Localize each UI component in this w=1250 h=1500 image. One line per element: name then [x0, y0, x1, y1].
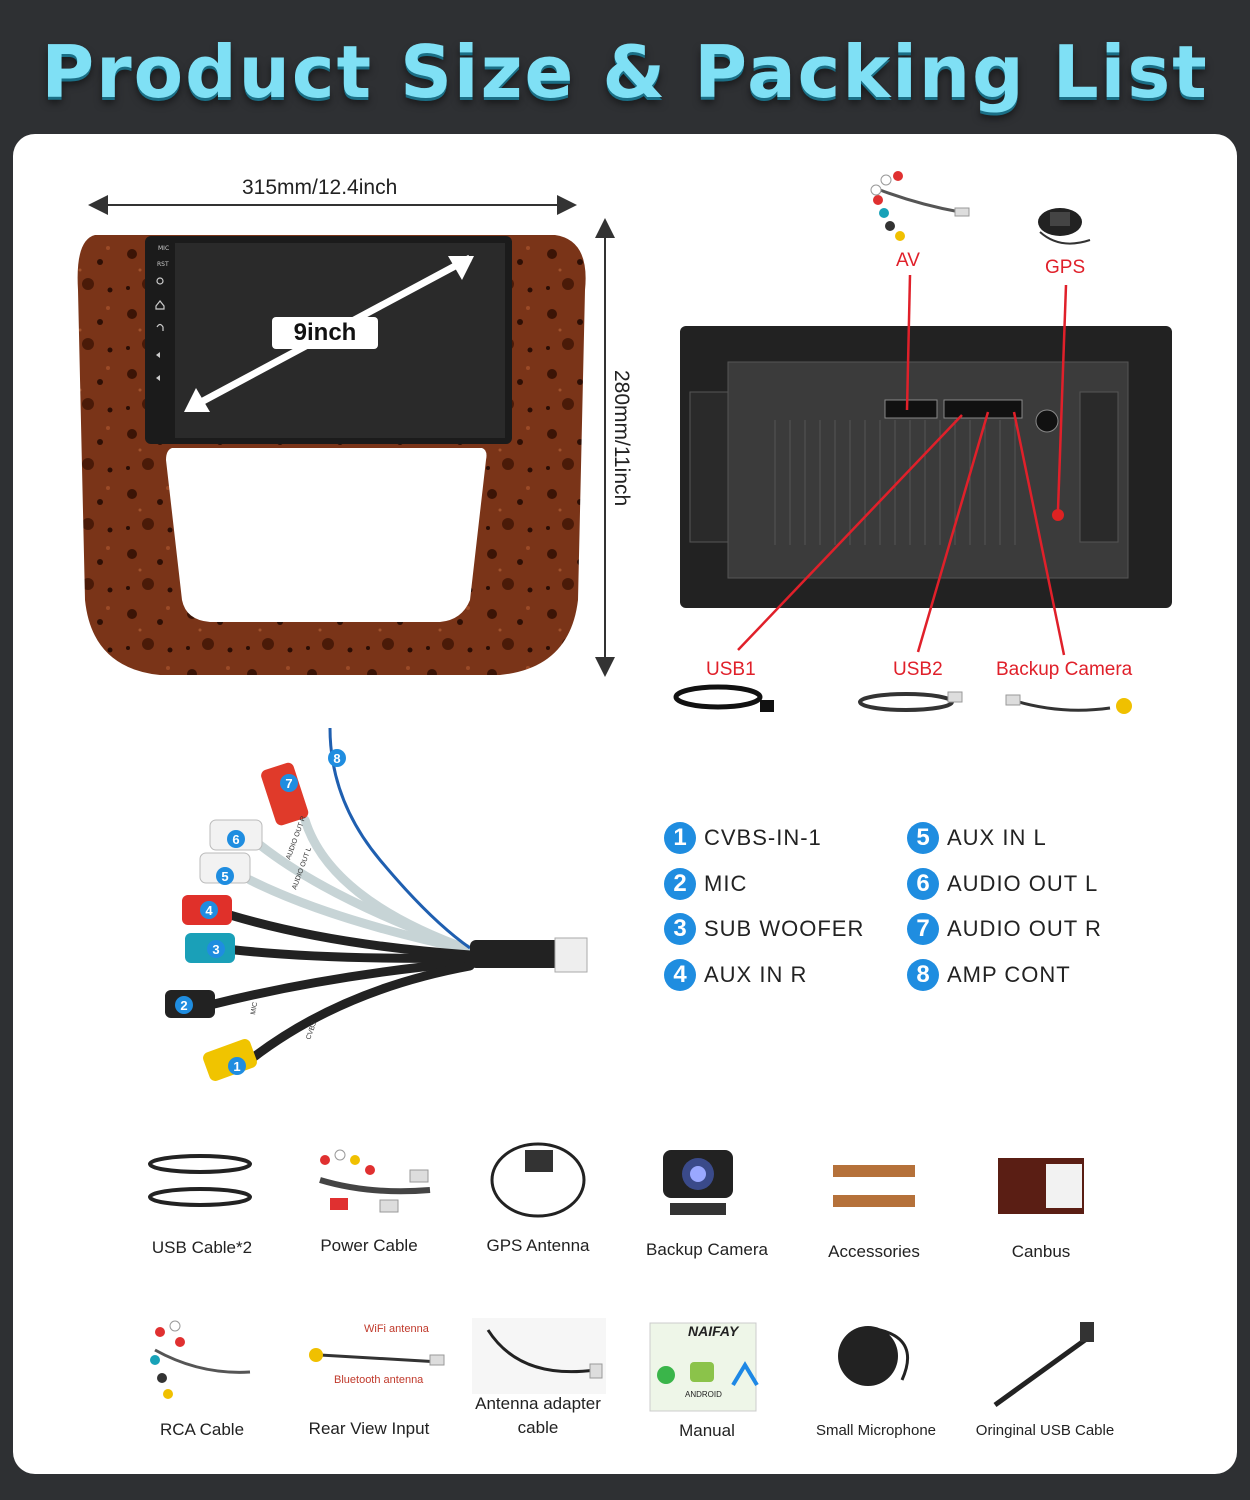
packing-item-label: GPS Antenna [486, 1236, 590, 1255]
backup-camera-cable-icon [1005, 694, 1132, 714]
packing-item-label: Canbus [1011, 1242, 1071, 1261]
packing-item-label: Oringinal USB Cable [975, 1422, 1115, 1439]
av-harness-icon [870, 171, 970, 241]
home-icon [155, 300, 165, 310]
badge-5: 5 [221, 869, 228, 884]
manual-icon [649, 1322, 759, 1412]
badge-4: 4 [205, 903, 213, 918]
gps-antenna-small-icon [1038, 208, 1091, 245]
back-icon [156, 323, 164, 331]
badge-2: 2 [180, 998, 187, 1013]
badge-7: 7 [285, 776, 292, 791]
mic-button-label: MIC [158, 245, 169, 252]
backup-camera-icon [663, 1150, 733, 1215]
usb2-port-label: USB2 [893, 659, 943, 680]
manual-brand: NAIFAY [688, 1323, 739, 1339]
packing-item-label: USB Cable*2 [151, 1238, 253, 1257]
packing-item-label: Rear View Input [308, 1419, 430, 1438]
badge-1: 1 [233, 1059, 240, 1074]
original-usb-cable-icon [993, 1322, 1094, 1408]
usb1-cable-icon [673, 684, 774, 712]
rst-button-label: RST [157, 261, 169, 268]
wifi-antenna-label: WiFi antenna [364, 1323, 429, 1335]
badge-3: 3 [212, 942, 219, 957]
backup-camera-port-label: Backup Camera [996, 659, 1133, 680]
antenna-adapter-icon [472, 1318, 606, 1394]
canbus-icon [998, 1158, 1084, 1214]
power-icon [156, 277, 164, 285]
badge-8: 8 [333, 751, 340, 766]
packing-item-label: Accessories [828, 1242, 920, 1261]
packing-item-label: Backup Camera [646, 1240, 768, 1259]
screen-size-label: 9inch [272, 317, 378, 349]
badge-6: 6 [232, 832, 239, 847]
packing-item-label: RCA Cable [159, 1420, 245, 1439]
usb1-port-label: USB1 [706, 659, 756, 680]
tag-mic: MIC [250, 1001, 259, 1015]
packing-item-label: Power Cable [320, 1236, 418, 1255]
packing-item-label: Manual [679, 1421, 735, 1440]
av-port-label: AV [896, 250, 920, 271]
gps-antenna-icon [490, 1142, 586, 1218]
width-dimension: 315mm/12.4inch [242, 176, 398, 199]
microphone-icon [838, 1326, 910, 1386]
rear-view-input-icon [309, 1348, 445, 1366]
packing-item-label: Antenna adapter cable [475, 1394, 601, 1437]
page-title: Product Size & Packing List [41, 30, 1209, 114]
accessories-icon [833, 1165, 915, 1207]
packing-item-label: Small Microphone [815, 1422, 937, 1439]
usb2-cable-icon [858, 691, 963, 712]
bluetooth-antenna-label: Bluetooth antenna [334, 1374, 424, 1386]
power-cable-icon [319, 1149, 431, 1213]
usb-cable-icon [148, 1154, 252, 1207]
manual-os: ANDROID [685, 1390, 722, 1399]
volume-up-icon [156, 352, 160, 358]
rca-cable-icon [150, 1320, 251, 1399]
gps-port-label: GPS [1045, 257, 1086, 278]
volume-down-icon [156, 375, 160, 381]
